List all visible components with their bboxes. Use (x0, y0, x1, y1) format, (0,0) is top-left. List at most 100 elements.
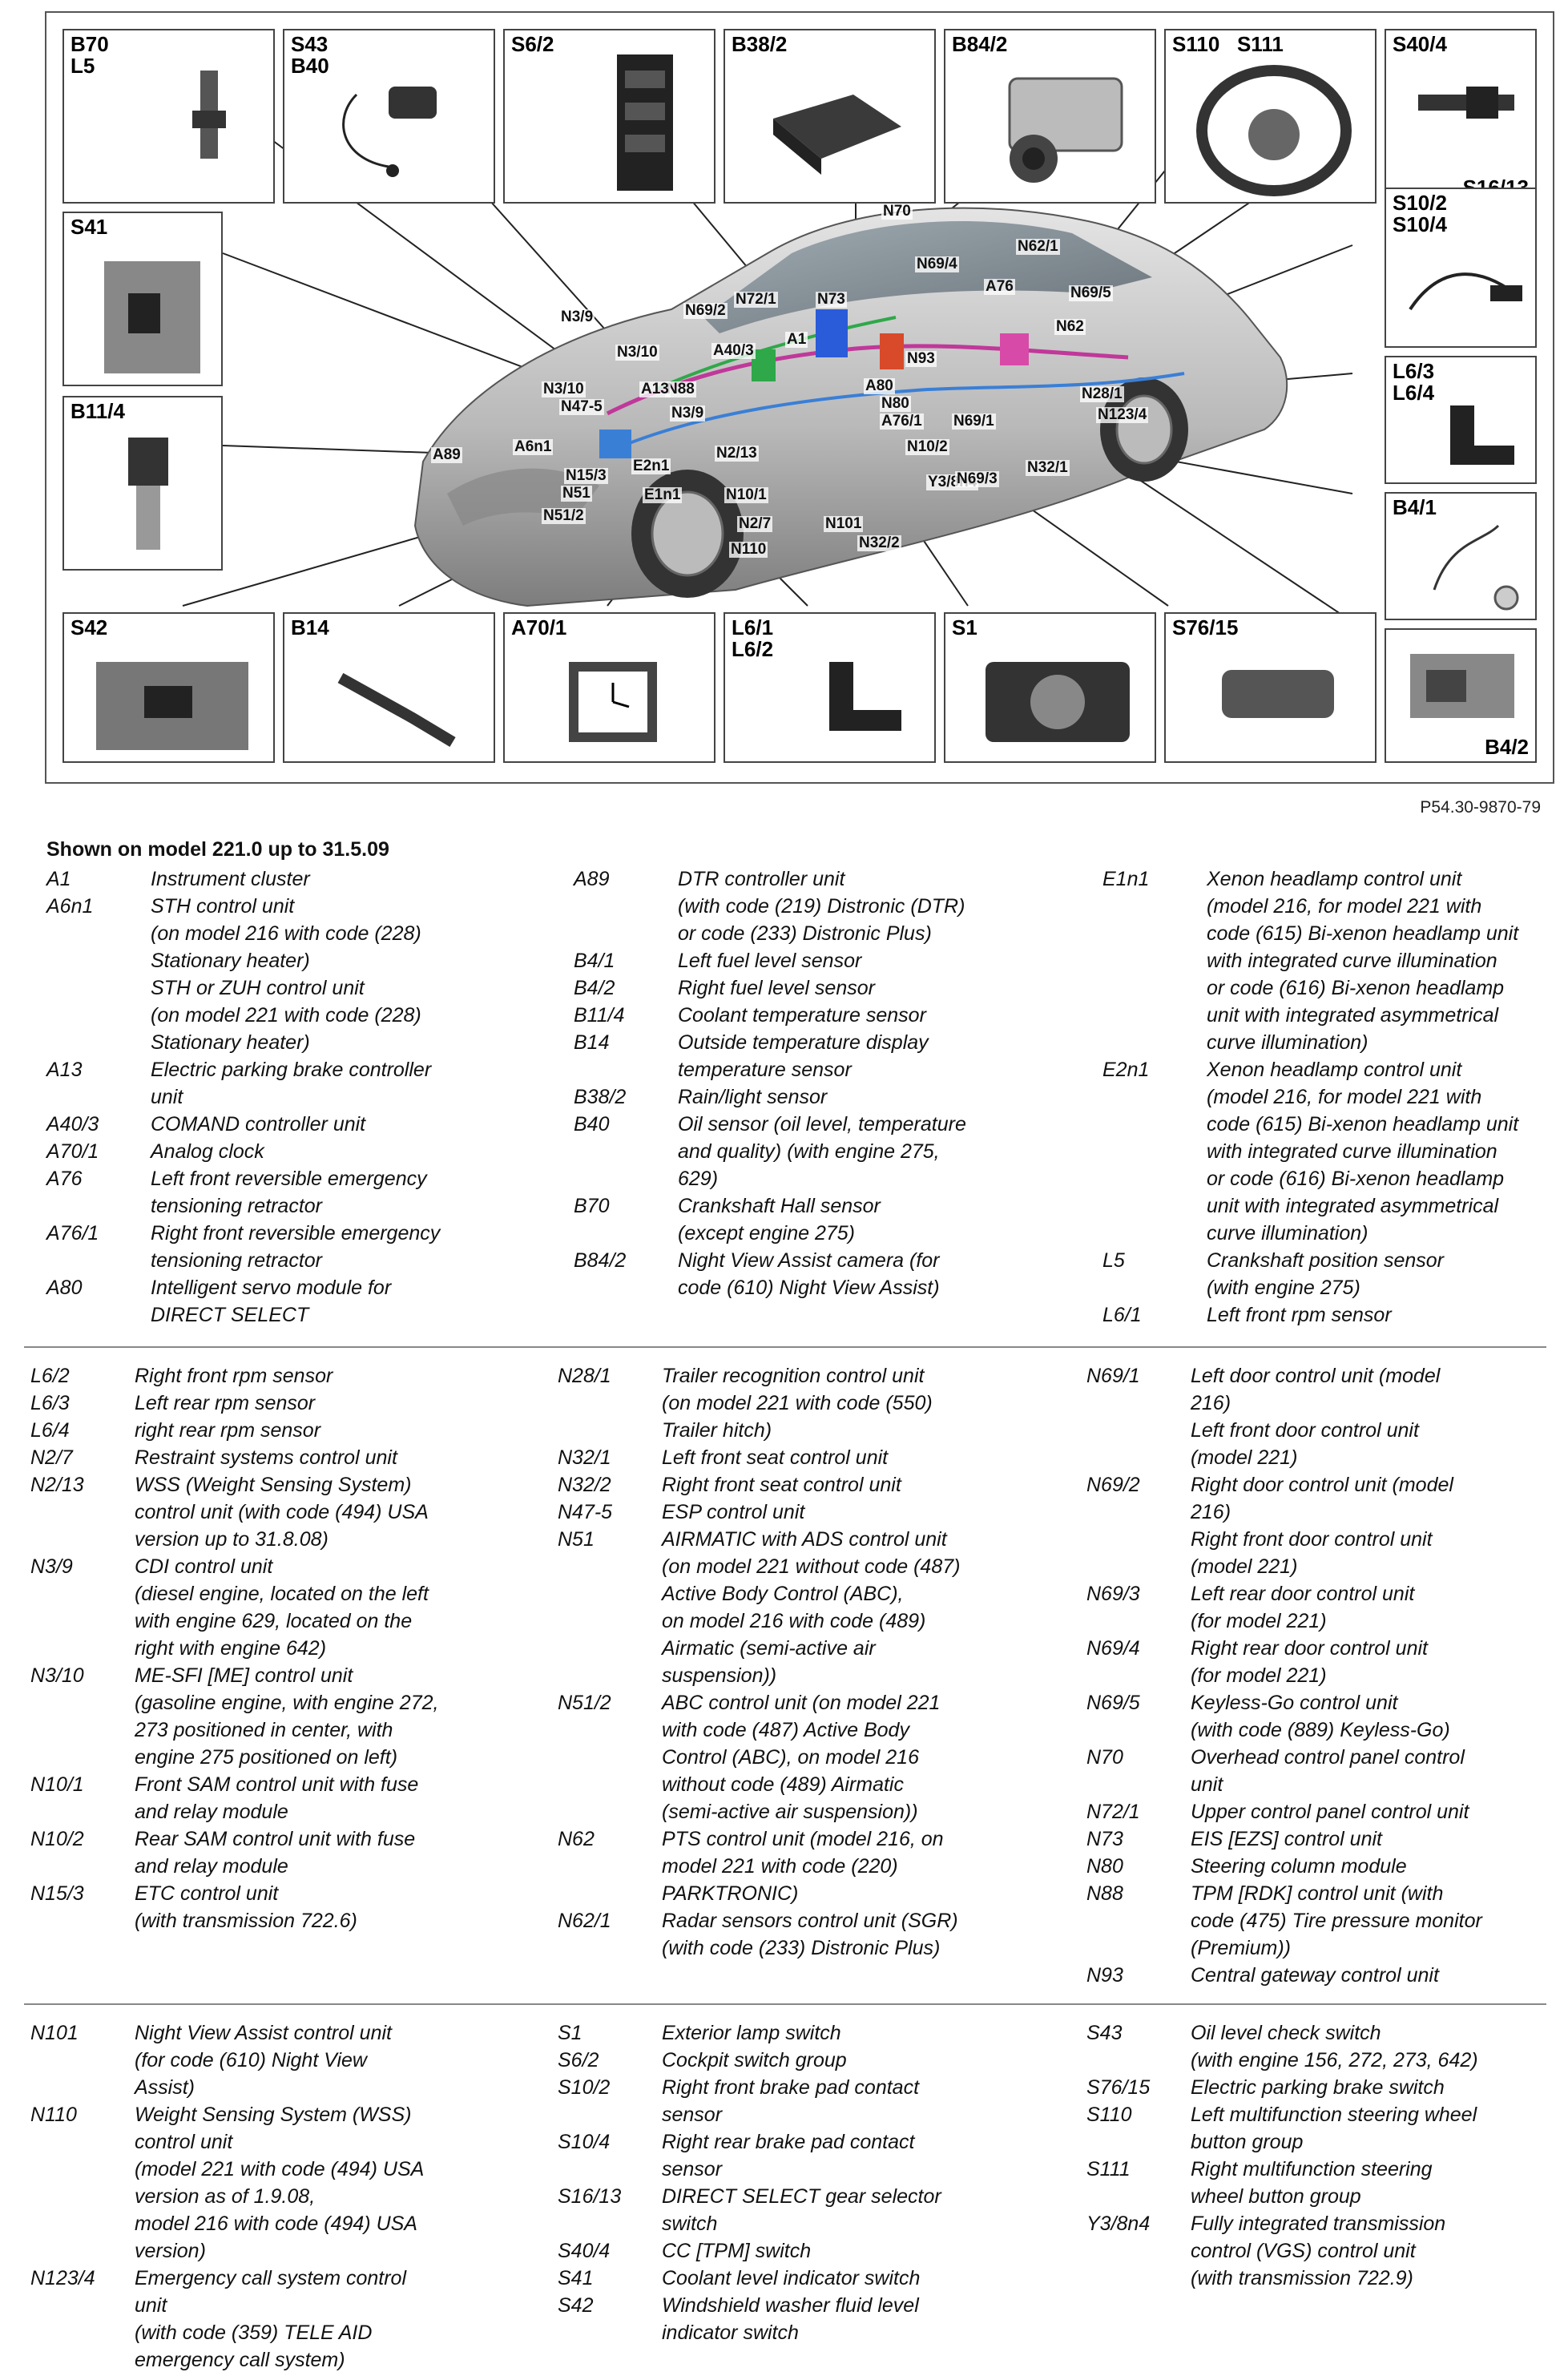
callout-label: N3/9 (670, 405, 706, 422)
legend-code: B11/4 (574, 1004, 625, 1027)
callout-label: N15/3 (564, 467, 608, 484)
legend-code: L5 (1102, 1249, 1125, 1272)
panel-label: S110 S111 (1172, 32, 1284, 56)
section-divider (24, 1346, 1546, 1348)
legend-description: ETC control unit (with transmission 722.… (135, 1882, 357, 1932)
callout-label: N123/4 (1096, 406, 1149, 423)
panel-label: B70 L5 (71, 32, 109, 78)
panel-label: B4/1 (1393, 495, 1437, 519)
legend-description: Right front reversible emergency tension… (151, 1222, 441, 1272)
legend-description: Restraint systems control unit (135, 1446, 397, 1469)
legend-description: EIS [EZS] control unit (1191, 1828, 1382, 1850)
legend-description: Rain/light sensor (678, 1086, 828, 1108)
legend-code: A6n1 (46, 895, 94, 918)
callout-label: N88 (665, 381, 696, 397)
panel-label: S1 (952, 615, 977, 639)
legend-code: B70 (574, 1195, 610, 1217)
legend-code: B40 (574, 1113, 610, 1136)
crankshaft-sensor-icon (192, 71, 226, 159)
panel-b70: B70 L5 (62, 29, 275, 204)
callout-label: A1 (785, 331, 808, 348)
steering-wheel-icon (1196, 65, 1352, 196)
legend-code: A13 (46, 1059, 83, 1081)
panel-label: S6/2 (511, 32, 554, 56)
legend-code: B4/2 (574, 977, 615, 999)
legend-description: Fully integrated transmission control (V… (1191, 2213, 1446, 2289)
legend-code: S6/2 (558, 2049, 599, 2071)
callout-label: N101 (824, 515, 864, 532)
callout-label: N32/1 (1026, 459, 1070, 476)
panel-label: B14 (291, 615, 329, 639)
legend-description: Radar sensors control unit (SGR) (with c… (662, 1910, 958, 1959)
legend-description: COMAND controller unit (151, 1113, 366, 1136)
panel-a70-1: A70/1 (503, 612, 715, 763)
panel-s40-4: S40/4 S16/13 (1385, 29, 1537, 204)
callout-label: A89 (431, 446, 462, 463)
fuel-sensor-icon (1410, 654, 1514, 718)
section-divider (24, 2003, 1546, 2005)
legend-description: Right front brake pad contact sensor (662, 2076, 920, 2126)
panel-s1: S1 (944, 612, 1156, 763)
legend-code: N32/1 (558, 1446, 611, 1469)
legend-description: DTR controller unit (with code (219) Dis… (678, 868, 965, 945)
legend-code: E2n1 (1102, 1059, 1150, 1081)
callout-label: N32/2 (857, 534, 901, 551)
temp-sensor-icon (337, 672, 456, 748)
legend-description: Keyless-Go control unit (with code (889)… (1191, 1692, 1450, 1741)
legend-description: Oil level check switch (with engine 156,… (1191, 2022, 1478, 2071)
legend-description: Overhead control panel control unit (1191, 1746, 1465, 1796)
panel-b4-1: B4/1 (1385, 492, 1537, 620)
legend-description: Central gateway control unit (1191, 1964, 1439, 1987)
legend-description: TPM [RDK] control unit (with code (475) … (1191, 1882, 1482, 1959)
legend-code: A70/1 (46, 1140, 99, 1163)
legend-code: S40/4 (558, 2240, 611, 2262)
callout-label: N28/1 (1080, 385, 1124, 402)
panel-s43: S43 B40 (283, 29, 495, 204)
callout-label: N10/1 (724, 486, 768, 503)
callout-label: N69/5 (1069, 284, 1113, 301)
callout-label: N51/2 (542, 507, 586, 524)
callout-label: N2/7 (737, 515, 773, 532)
legend-code: N3/10 (30, 1664, 84, 1687)
panel-s6-2: S6/2 (503, 29, 715, 204)
legend-description: Crankshaft position sensor (with engine … (1207, 1249, 1444, 1299)
callout-label: N69/1 (952, 413, 996, 430)
callout-label: N3/10 (615, 344, 659, 361)
legend-code: S111 (1086, 2158, 1131, 2180)
legend-code: N72/1 (1086, 1801, 1140, 1823)
callout-label: E1n1 (643, 486, 683, 503)
legend-description: Right multifunction steering wheel butto… (1191, 2158, 1433, 2208)
rpm-sensor-icon (829, 662, 901, 731)
legend-code: S10/2 (558, 2076, 611, 2099)
washer-switch-icon (96, 662, 248, 750)
legend-code: A1 (46, 868, 71, 890)
legend-code: B38/2 (574, 1086, 627, 1108)
legend-code: S1 (558, 2022, 582, 2044)
panel-label: L6/1 L6/2 (732, 615, 774, 661)
rpm-sensor-icon (1450, 405, 1514, 465)
coolant-switch-icon (104, 261, 200, 373)
